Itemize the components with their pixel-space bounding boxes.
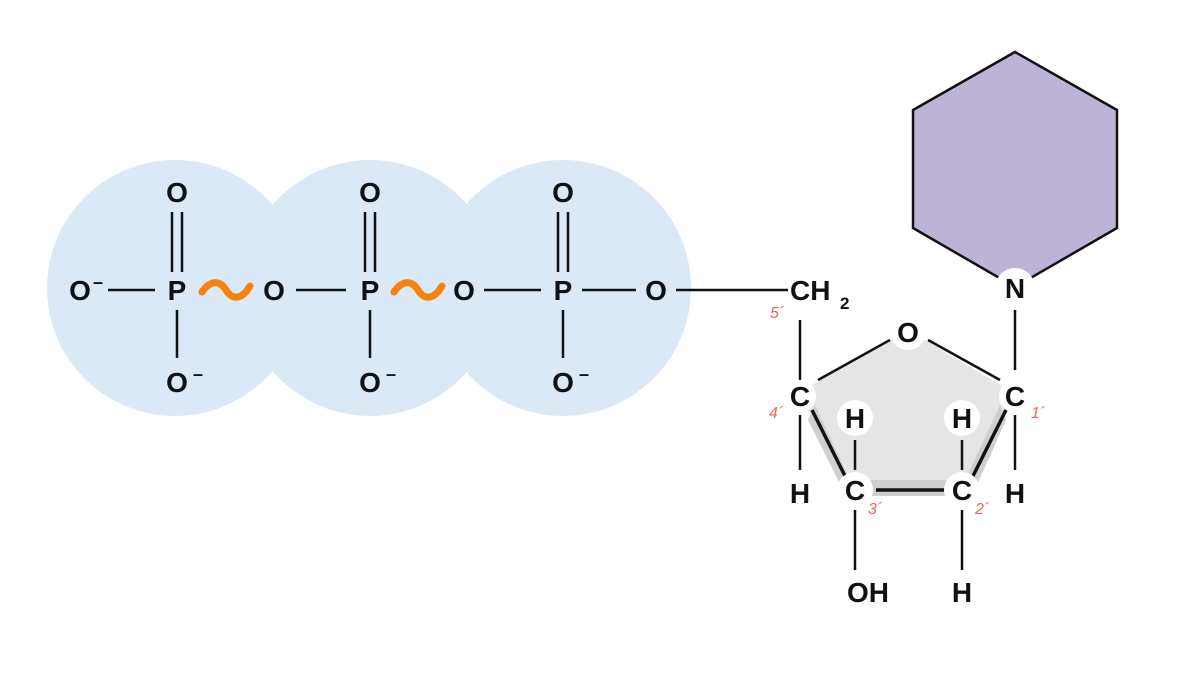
high-energy-bond-2 (390, 279, 446, 301)
p2-phosphorus: P (361, 275, 380, 306)
base-nitrogen: N (1005, 273, 1025, 304)
phosphate-bonds (108, 212, 788, 358)
p1-o-left-charge: – (93, 272, 103, 292)
p1-o-bottom-charge: – (193, 364, 203, 384)
phosphate-atoms: O – P O O – O P O O – O P O O – O (69, 177, 667, 398)
ch2-label: CH (790, 275, 830, 306)
bridge-o-1: O (263, 275, 285, 306)
ring-oxygen: O (897, 317, 919, 348)
carbon-1: C (1005, 381, 1025, 412)
p2-o-bottom: O (359, 367, 381, 398)
position-5: 5´ (770, 305, 785, 322)
h-on-c2-up: H (952, 403, 972, 434)
ch2-subscript: 2 (840, 294, 849, 313)
phosphate-circle-1 (47, 160, 303, 416)
high-energy-bond-1 (198, 279, 254, 301)
p1-phosphorus: P (168, 275, 187, 306)
sugar-bonds (798, 310, 1017, 570)
bridge-o-2: O (453, 275, 475, 306)
carbon-2: C (952, 475, 972, 506)
position-1: 1´ (1031, 405, 1046, 422)
p1-o-top: O (166, 177, 188, 208)
p3-phosphorus: P (554, 275, 573, 306)
phosphate-backgrounds (47, 160, 691, 416)
carbon-position-labels: 5´ 4´ 3´ 2´ 1´ (769, 305, 1046, 518)
p1-o-left: O (69, 275, 91, 306)
position-2: 2´ (974, 501, 990, 518)
hydroxyl-on-c3: OH (847, 577, 889, 608)
carbon-3: C (845, 475, 865, 506)
sugar-atoms: CH 2 O C C C C H H H H OH H (790, 275, 1025, 608)
p1-o-bottom: O (166, 367, 188, 398)
phosphate-circle-3 (435, 160, 691, 416)
p3-o-bottom: O (552, 367, 574, 398)
h-on-c1: H (1005, 478, 1025, 509)
p2-o-bottom-charge: – (386, 364, 396, 384)
p3-o-bottom-charge: – (579, 364, 589, 384)
position-3: 3´ (868, 501, 883, 518)
p3-o-top: O (552, 177, 574, 208)
nitrogenous-base-hexagon (911, 50, 1119, 289)
h-on-c4: H (790, 478, 810, 509)
phosphate-circle-2 (242, 160, 498, 416)
h-on-c2-down: H (952, 577, 972, 608)
sugar-ring-shade (800, 330, 1012, 490)
p2-o-top: O (359, 177, 381, 208)
atom-halos (784, 268, 1035, 508)
ester-o: O (645, 275, 667, 306)
high-energy-bonds (198, 279, 446, 301)
carbon-4: C (790, 381, 810, 412)
position-4: 4´ (769, 405, 784, 422)
h-on-c3-up: H (845, 403, 865, 434)
